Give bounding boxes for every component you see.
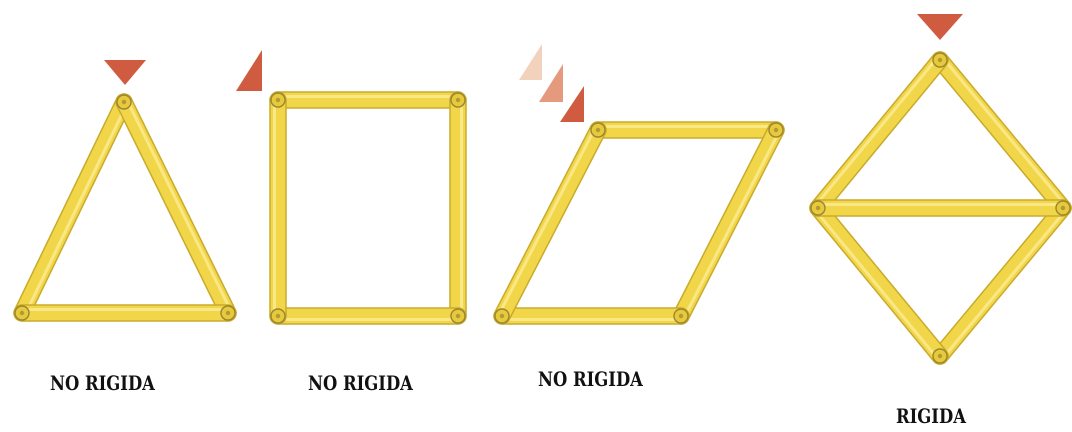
parallelogram-bar (590, 122, 784, 138)
triangle-bar (14, 305, 236, 321)
label-rectangle: NO RIGIDA (308, 371, 413, 395)
motion-trail-arrow-icon (519, 44, 542, 80)
rhombus-bar (810, 200, 1071, 216)
label-parallelogram: NO RIGIDA (538, 367, 643, 391)
motion-trail-arrow-icon (560, 86, 584, 122)
rhombus-braced-frame-figure (807, 14, 1072, 367)
push-arrow-icon (236, 50, 262, 91)
rectangle-bar (270, 308, 466, 324)
rhombus-bar (929, 49, 1072, 220)
rectangle-frame-figure (236, 50, 466, 324)
triangle-bar (113, 91, 238, 323)
parallelogram-frame-figure (491, 44, 787, 327)
label-rhombus: RIGIDA (896, 404, 966, 428)
rectangle-bar (270, 92, 466, 108)
rhombus-bar (807, 197, 952, 368)
rhombus-bar (929, 197, 1072, 368)
parallelogram-bar (491, 119, 609, 327)
rhombus-bar (807, 49, 952, 220)
push-arrow-icon (917, 14, 963, 40)
label-triangle: NO RIGIDA (50, 371, 155, 395)
triangle-bar (11, 91, 134, 323)
rectangle-bar (450, 92, 466, 324)
motion-trail-arrow-icon (539, 64, 563, 102)
triangle-frame-figure (11, 60, 238, 324)
rectangle-bar (270, 92, 286, 324)
push-arrow-icon (104, 60, 146, 85)
parallelogram-bar (670, 119, 787, 327)
parallelogram-bar (494, 308, 689, 324)
